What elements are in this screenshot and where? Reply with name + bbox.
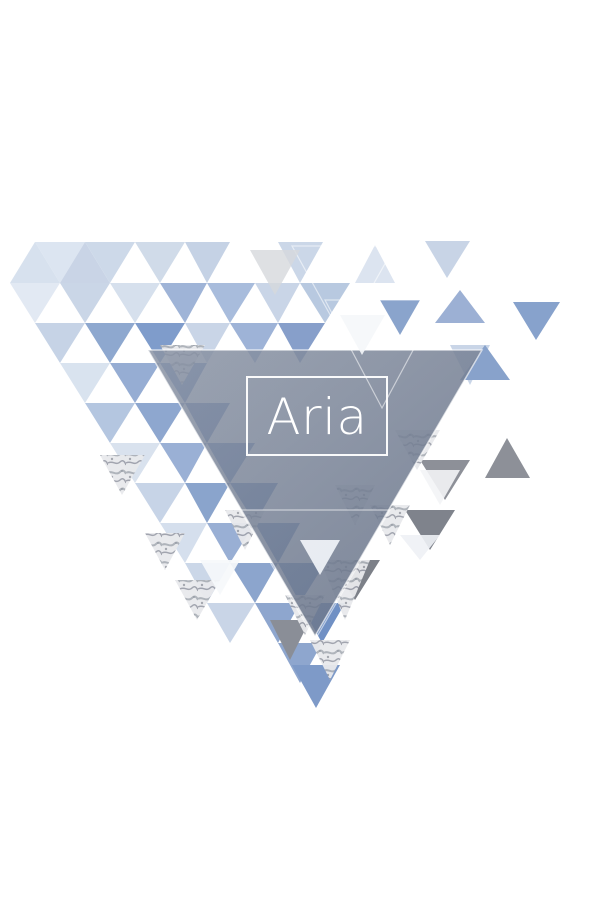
triangle-tile: [230, 323, 278, 363]
triangle-tile: [185, 242, 230, 283]
triangle-tile: [300, 283, 350, 323]
marble-triangle: [100, 455, 145, 495]
triangle-tile: [135, 323, 185, 363]
light-triangle: [200, 560, 240, 595]
marble-triangle: [175, 580, 220, 620]
triangle-tile: [160, 443, 207, 483]
upper-right-outline-triangle: [324, 299, 442, 410]
upper-right-outline-triangle: [290, 245, 397, 340]
light-triangle: [250, 250, 300, 295]
light-triangle: [300, 540, 340, 575]
triangle-tile: [185, 483, 230, 523]
triangle-tile: [10, 242, 60, 283]
triangle-tile: [255, 283, 300, 323]
lower-outline-triangle: [238, 509, 392, 642]
central-triangle-layer: [146, 245, 484, 642]
central-triangle-outline: [146, 349, 484, 638]
triangle-tile: [110, 283, 160, 323]
light-triangle: [340, 315, 385, 355]
title-frame: Aria: [246, 376, 388, 456]
triangle-tile: [380, 300, 420, 335]
triangle-tile: [270, 620, 310, 660]
triangle-tile: [405, 510, 455, 550]
triangle-tile: [185, 323, 230, 363]
triangle-tile: [135, 242, 185, 283]
triangle-tile: [425, 241, 470, 278]
triangle-tile: [278, 323, 325, 363]
marble-triangle: [310, 640, 350, 680]
triangle-tile: [207, 603, 255, 643]
triangle-tile: [513, 302, 560, 340]
triangle-tile: [435, 290, 485, 323]
triangle-tile: [135, 483, 185, 523]
triangle-tile: [135, 403, 185, 443]
triangle-tile: [85, 403, 135, 443]
triangle-tile: [60, 363, 110, 403]
triangle-tile: [35, 242, 85, 283]
light-triangle: [420, 470, 460, 505]
triangle-tile: [207, 283, 255, 323]
triangle-tile: [60, 283, 110, 323]
triangle-tile: [230, 563, 278, 603]
triangle-tile: [85, 242, 135, 283]
marble-triangle: [145, 533, 185, 570]
triangle-tile: [35, 323, 85, 363]
triangle-tile: [485, 438, 530, 478]
triangle-tile: [10, 283, 60, 323]
triangle-tile: [160, 283, 207, 323]
overlay-light-triangles: [200, 250, 460, 595]
triangle-tile: [85, 323, 135, 363]
cover-title: Aria: [266, 388, 368, 446]
triangle-tile: [355, 245, 395, 283]
triangle-tile: [110, 363, 160, 403]
triangle-tile: [60, 242, 110, 283]
central-triangle-overlay: [148, 350, 482, 636]
light-triangle: [400, 535, 440, 560]
triangle-tile: [460, 345, 510, 380]
